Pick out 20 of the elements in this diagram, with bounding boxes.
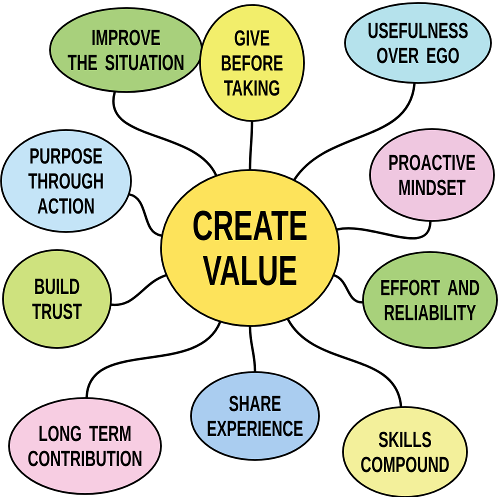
topic-bubble: PROACTIVE MINDSET (369, 128, 495, 222)
connector-line (333, 274, 364, 304)
connector-line (248, 326, 256, 372)
topic-bubble: SHARE EXPERIENCE (190, 371, 320, 461)
topic-bubble: GIVE BEFORE TAKING (199, 4, 305, 122)
topic-bubble: EFFORT AND RELIABILITY (362, 251, 498, 349)
connector-line (86, 321, 222, 398)
topic-bubble: LONG TERM CONTRIBUTION (8, 397, 162, 495)
topic-bubble: IMPROVE THE SITUATION (49, 7, 203, 93)
connector-line (110, 274, 167, 306)
central-bubble: CREATE VALUE (160, 169, 340, 327)
connector-line (248, 120, 254, 170)
connector-line (112, 91, 218, 176)
topic-bubble: USEFULNESS OVER EGO (344, 2, 492, 84)
connector-line (286, 318, 402, 408)
connector-line (128, 193, 162, 237)
connector-line (293, 82, 416, 181)
topic-bubble: BUILD TRUST (2, 249, 112, 349)
topic-bubble: SKILLS COMPOUND (342, 406, 468, 497)
topic-bubble: PURPOSE THROUGH ACTION (0, 129, 132, 233)
